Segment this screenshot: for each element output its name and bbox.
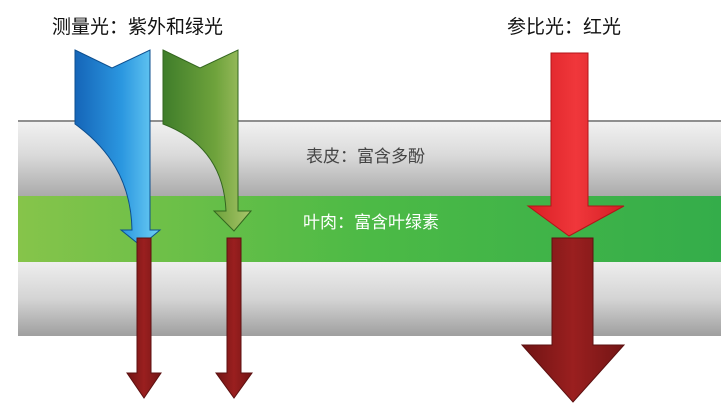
transmitted-arrow-green (215, 237, 253, 399)
mesophyll-label: 叶肉：富含叶绿素 (303, 213, 439, 233)
lower-epidermis-layer (18, 262, 721, 336)
red-reference-arrow (526, 52, 625, 237)
green-arrow (162, 49, 253, 232)
reference-light-label: 参比光：红光 (507, 16, 622, 38)
epidermis-label: 表皮：富含多酚 (306, 147, 425, 167)
transmitted-arrow-uv (126, 237, 162, 399)
measuring-light-label: 测量光：紫外和绿光 (52, 16, 224, 38)
uv-arrow (74, 49, 162, 247)
transmitted-arrow-red (520, 237, 626, 403)
